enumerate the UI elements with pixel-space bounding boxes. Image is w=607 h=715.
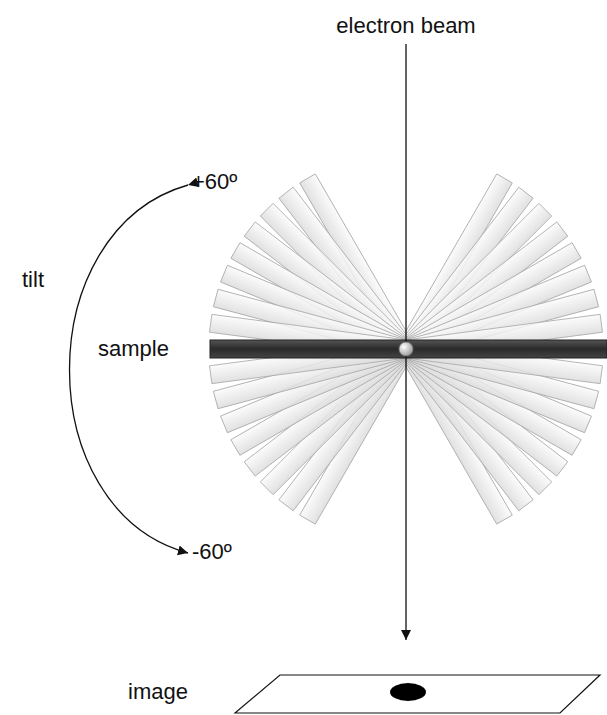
sample-particle <box>399 342 413 356</box>
image-plane <box>235 675 600 713</box>
tilt-label: tilt <box>22 268 44 292</box>
sample-label: sample <box>98 337 169 361</box>
angle-label: -60º <box>192 540 232 564</box>
sample-bar <box>210 340 607 358</box>
image-label: image <box>128 680 188 704</box>
tilt-arc <box>70 185 189 553</box>
image-spot <box>390 683 426 701</box>
angle-label: +60º <box>192 170 237 194</box>
beam-label: electron beam <box>336 14 475 38</box>
